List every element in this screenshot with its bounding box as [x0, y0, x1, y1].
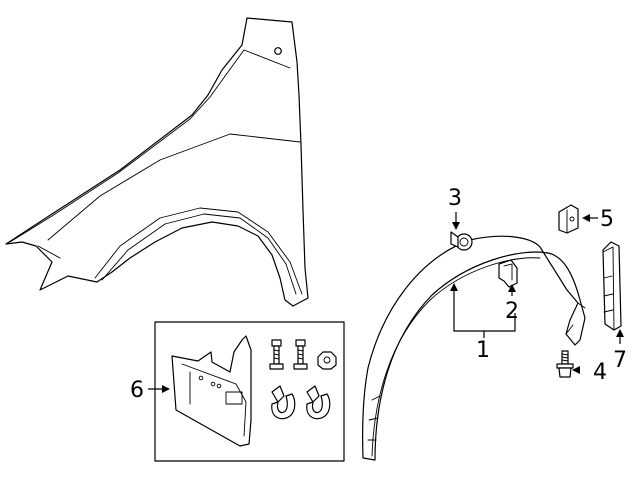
fender-mounting-hole-icon: [274, 47, 282, 55]
end-cap-molding: [602, 241, 622, 331]
mud-flap-clip-2: [306, 385, 331, 420]
mud-flap-screw-1: [269, 339, 284, 370]
mud-flap-screw-2: [293, 339, 308, 370]
callout-1: 1: [476, 338, 490, 363]
callout-5: 5: [600, 207, 614, 232]
fender-panel: [5, 17, 309, 307]
retainer-clip: [498, 259, 518, 288]
wheel-opening-molding: [362, 235, 586, 461]
leader-lines: [148, 212, 624, 393]
callout-3: 3: [448, 186, 462, 211]
mud-flap-nut: [317, 351, 337, 370]
mud-flap-clip-1: [271, 385, 296, 420]
callout-2: 2: [505, 299, 519, 324]
mud-flap: [171, 335, 252, 447]
callout-4: 4: [593, 360, 607, 385]
push-pin-fastener: [450, 231, 473, 251]
bolt-fastener: [556, 350, 574, 378]
callout-6: 6: [130, 378, 144, 403]
callout-7: 7: [613, 348, 627, 373]
u-nut-clip: [558, 204, 579, 234]
mud-flap-kit-box: [154, 321, 345, 462]
